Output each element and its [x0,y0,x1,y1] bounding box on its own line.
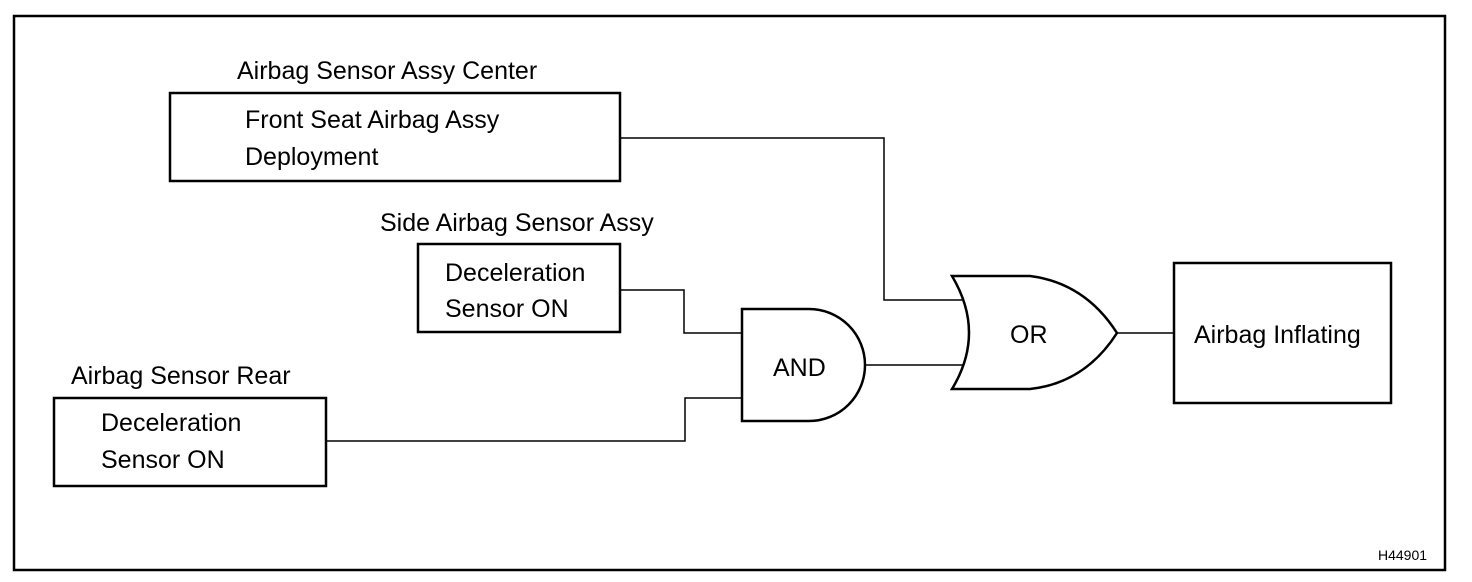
box-center [168,91,622,183]
box-rear-line1: Deceleration [101,409,241,437]
and-gate-label: AND [773,354,826,382]
box-side [416,242,622,334]
box-center-line2: Deployment [245,143,378,171]
wire-rear-to-and [326,397,742,442]
wire-side-to-and [620,289,742,334]
wire-center-to-or [620,137,962,301]
and-gate [740,307,867,423]
box-side-line1: Deceleration [445,259,585,287]
box-output [1172,261,1393,405]
diagram-frame [12,14,1447,572]
group-title-center: Airbag Sensor Assy Center [237,57,537,85]
box-rear-line2: Sensor ON [101,446,225,474]
group-title-rear: Airbag Sensor Rear [71,362,291,390]
box-side-line2: Sensor ON [445,295,569,323]
or-gate [949,274,1119,391]
or-gate-label: OR [1010,321,1048,349]
box-output-label: Airbag Inflating [1194,321,1361,349]
box-rear [52,396,328,488]
group-title-side: Side Airbag Sensor Assy [380,209,654,237]
box-center-line1: Front Seat Airbag Assy [245,106,500,134]
figure-id: H44901 [1378,547,1427,563]
